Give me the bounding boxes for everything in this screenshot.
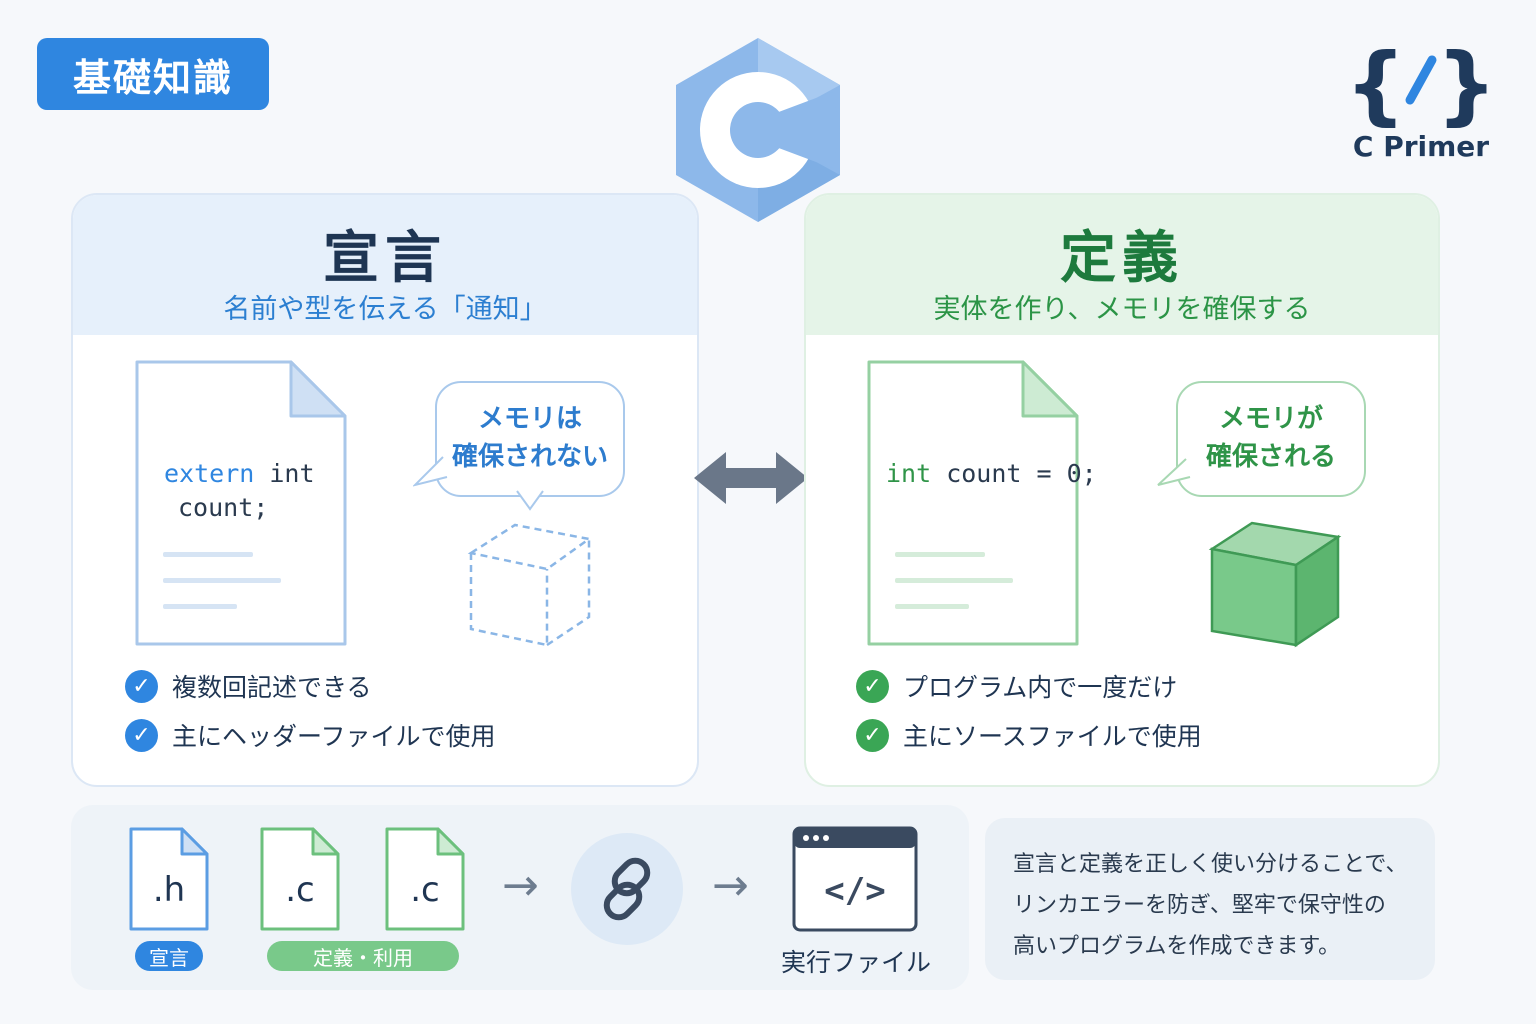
check-icon: ✓ xyxy=(125,718,158,752)
definition-subtitle: 実体を作り、メモリを確保する xyxy=(933,294,1311,325)
check-icon: ✓ xyxy=(125,669,158,703)
executable-window-icon: </> xyxy=(792,826,918,932)
code-identifier: count; xyxy=(178,493,269,522)
brand-name: C Primer xyxy=(1352,130,1490,163)
source-document-icon xyxy=(867,360,1079,646)
note-line-2: リンカエラーを防ぎ、堅牢で保守性の xyxy=(1013,893,1386,918)
check-text: 複数回記述できる xyxy=(172,673,372,702)
code-keyword-extern: extern xyxy=(164,459,255,488)
bubble-tail-icon xyxy=(1157,458,1191,486)
file-c-label-2: .c xyxy=(410,870,440,910)
check-text: 主にソースファイルで使用 xyxy=(903,722,1202,751)
arrow-right-icon: → xyxy=(502,860,539,911)
c-language-logo xyxy=(676,38,840,222)
bubble-tail-icon xyxy=(413,456,448,487)
memory-not-allocated-bubble: メモリは 確保されない xyxy=(435,381,625,497)
header-document-icon xyxy=(135,360,347,646)
filled-cube-icon xyxy=(1208,521,1342,648)
declaration-header: 宣言 名前や型を伝える「通知」 xyxy=(73,195,697,335)
definition-check-1: ✓ プログラム内で一度だけ xyxy=(856,668,1177,704)
header-file-icon xyxy=(129,827,209,931)
definition-check-2: ✓ 主にソースファイルで使用 xyxy=(856,717,1202,753)
declaration-code: extern int count; xyxy=(164,457,315,525)
definition-header: 定義 実体を作り、メモリを確保する xyxy=(806,195,1438,335)
file-c-label-1: .c xyxy=(285,870,315,910)
linker-circle xyxy=(571,833,683,945)
source-file-icon xyxy=(260,827,340,931)
double-arrow-icon xyxy=(694,452,808,504)
empty-cube-icon xyxy=(467,523,593,647)
code-keyword-int: int xyxy=(886,459,932,488)
bubble-tail-icon xyxy=(516,490,544,511)
definition-panel: 定義 実体を作り、メモリを確保する int count = 0; メモリが 確保… xyxy=(804,193,1440,787)
braces-icon: { } xyxy=(1345,35,1497,135)
check-icon: ✓ xyxy=(856,718,889,752)
definition-code: int count = 0; xyxy=(886,457,1097,491)
declaration-check-2: ✓ 主にヘッダーファイルで使用 xyxy=(125,717,496,753)
definition-tag: 定義・利用 xyxy=(267,941,459,971)
code-type: int xyxy=(254,459,315,488)
declaration-check-1: ✓ 複数回記述できる xyxy=(125,668,372,704)
check-icon: ✓ xyxy=(856,669,889,703)
check-text: 主にヘッダーファイルで使用 xyxy=(172,722,496,751)
brand-logo: { } C Primer xyxy=(1345,35,1500,166)
code-statement: count = 0; xyxy=(931,459,1097,488)
definition-title: 定義 xyxy=(1060,226,1184,291)
declaration-title: 宣言 xyxy=(323,226,447,291)
chain-link-icon xyxy=(603,857,651,921)
note-line-3: 高いプログラムを作成できます。 xyxy=(1013,934,1341,959)
summary-note: 宣言と定義を正しく使い分けることで、 リンカエラーを防ぎ、堅牢で保守性の 高いプ… xyxy=(985,818,1435,980)
arrow-right-icon: → xyxy=(712,860,749,911)
note-line-1: 宣言と定義を正しく使い分けることで、 xyxy=(1013,852,1408,877)
file-h-label: .h xyxy=(152,870,186,910)
executable-label: 実行ファイル xyxy=(780,948,931,977)
bubble-line-1: メモリが xyxy=(1218,404,1323,434)
declaration-subtitle: 名前や型を伝える「通知」 xyxy=(223,294,547,325)
code-symbol: </> xyxy=(824,871,885,911)
memory-allocated-bubble: メモリが 確保される xyxy=(1176,381,1366,497)
section-badge: 基礎知識 xyxy=(37,38,269,110)
declaration-tag: 宣言 xyxy=(135,941,203,971)
bubble-line-2: 確保されない xyxy=(451,442,608,472)
source-file-icon xyxy=(385,827,465,931)
bubble-line-1: メモリは xyxy=(477,404,582,434)
bubble-line-2: 確保される xyxy=(1205,442,1336,472)
check-text: プログラム内で一度だけ xyxy=(903,673,1178,702)
declaration-panel: 宣言 名前や型を伝える「通知」 extern int count; メモリは 確… xyxy=(71,193,699,787)
